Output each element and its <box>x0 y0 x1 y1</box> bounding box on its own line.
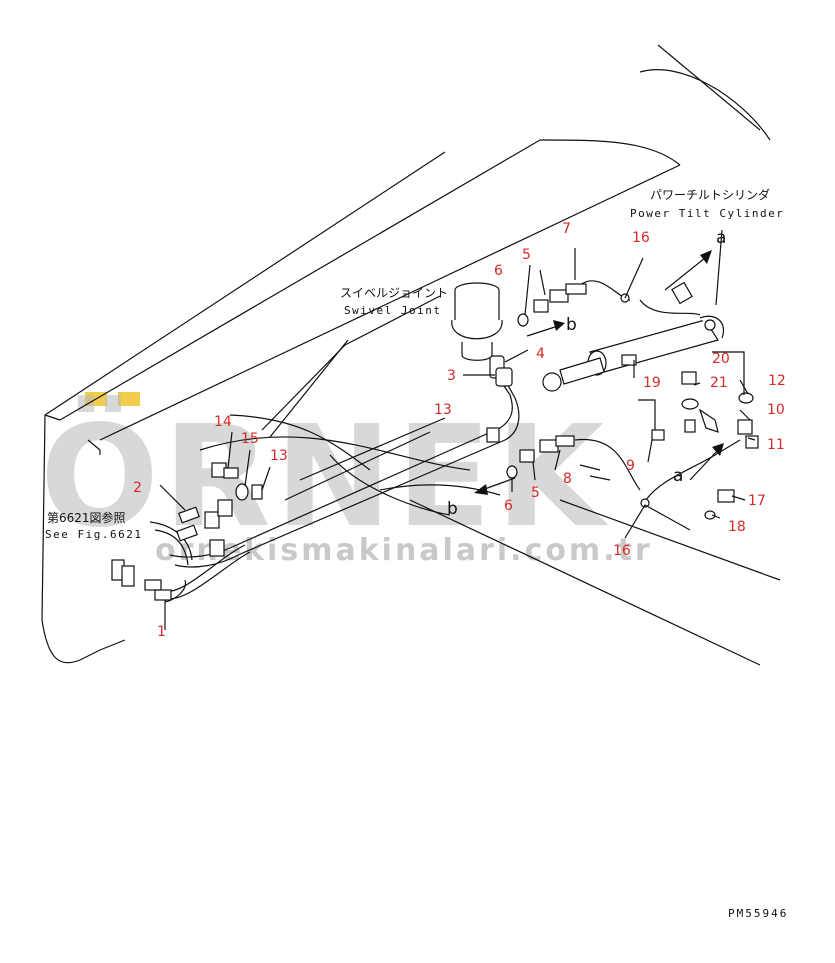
watermark-url: ornekismakinalari.com.tr <box>155 533 653 568</box>
callout-12: 12 <box>768 373 786 389</box>
callout-16-bottom: 16 <box>613 543 631 559</box>
callout-10: 10 <box>767 402 785 418</box>
letter-b-bottom: b <box>447 499 458 519</box>
watermark: ÖRNEK ornekismakinalari.com.tr <box>40 392 653 568</box>
swivel-joint-label-jp: スイベルジョイント <box>340 286 448 300</box>
callout-8: 8 <box>563 471 572 487</box>
power-tilt-cylinder-label-jp: パワーチルトシリンダ <box>650 187 770 202</box>
callout-2: 2 <box>133 480 142 496</box>
callout-3: 3 <box>447 368 456 384</box>
callout-19: 19 <box>643 375 661 391</box>
callout-13-left: 13 <box>270 448 288 464</box>
callout-13-right: 13 <box>434 402 452 418</box>
power-tilt-cylinder-label-en: Power Tilt Cylinder <box>630 207 784 220</box>
arrow-b-bottom-head <box>474 484 488 495</box>
part-callouts: 1 2 3 4 5 5 6 6 7 8 9 10 11 12 13 13 14 … <box>133 221 786 640</box>
callout-14: 14 <box>214 414 232 430</box>
letter-b-top: b <box>566 315 577 335</box>
callout-5-top: 5 <box>522 247 531 263</box>
callout-17: 17 <box>748 493 766 509</box>
fittings <box>111 281 759 601</box>
leader-lines <box>159 229 756 630</box>
flow-arrows <box>474 250 724 495</box>
watermark-accent-bar-right <box>118 392 140 406</box>
power-tilt-cylinder <box>542 315 724 392</box>
callout-5-bottom: 5 <box>531 485 540 501</box>
hydraulic-piping <box>149 280 741 603</box>
letter-a-top: a <box>716 228 726 248</box>
callout-6-top: 6 <box>494 263 503 279</box>
callout-6-bottom: 6 <box>504 498 513 514</box>
letter-a-bottom: a <box>673 466 683 486</box>
callout-9: 9 <box>626 458 635 474</box>
callout-4: 4 <box>536 346 545 362</box>
see-fig-label-en: See Fig.6621 <box>45 528 142 541</box>
arrow-a-top-head <box>700 250 712 264</box>
callout-18: 18 <box>728 519 746 535</box>
callout-1: 1 <box>157 624 166 640</box>
drawing-number: PM55946 <box>728 907 788 920</box>
swivel-joint-label-en: Swivel Joint <box>344 304 441 317</box>
swivel-joint <box>451 282 513 387</box>
see-fig-label-jp: 第6621図参照 <box>47 510 126 525</box>
callout-7: 7 <box>562 221 571 237</box>
callout-21: 21 <box>710 375 728 391</box>
machine-body-outline <box>41 44 781 666</box>
callout-20: 20 <box>712 351 730 367</box>
callout-15: 15 <box>241 431 259 447</box>
callout-16-top: 16 <box>632 230 650 246</box>
arrow-b-top-head <box>553 320 565 331</box>
arrow-a-bottom-head <box>712 443 724 456</box>
callout-11: 11 <box>767 437 785 453</box>
